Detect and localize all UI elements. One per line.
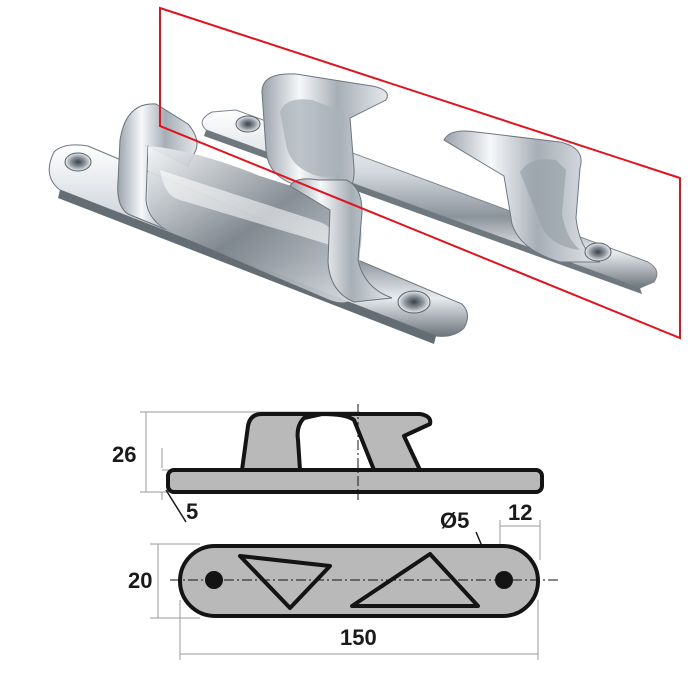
side-view-base [166,468,544,494]
hole-diameter-label: Ø5 [440,508,469,533]
thickness-leader-line [165,489,187,523]
front-mount-hole-right [397,290,431,314]
front-base-edge [58,190,436,344]
front-fairlead [48,103,468,344]
side-view-horns [240,412,433,472]
side-view-drawing: 26 5 [112,404,544,524]
height-label: 26 [112,442,136,467]
top-view-drawing: 20 150 Ø5 12 [128,500,560,660]
highlight-plane-outline [159,6,681,340]
back-fairlead [201,73,658,294]
back-mount-hole-left [235,115,261,133]
front-horn-right [289,178,393,303]
back-horn-right-shade [520,159,580,250]
thickness-label: 5 [186,499,198,524]
top-view-opening-left [238,554,332,610]
hole-offset-label: 12 [508,500,532,525]
length-label: 150 [340,625,377,650]
front-mount-hole-left [64,152,92,172]
width-label: 20 [128,568,152,593]
back-mount-hole-right [584,242,612,262]
product-photo [48,6,681,344]
back-horn-left-shade [280,99,344,177]
front-arch-highlight [160,170,335,246]
